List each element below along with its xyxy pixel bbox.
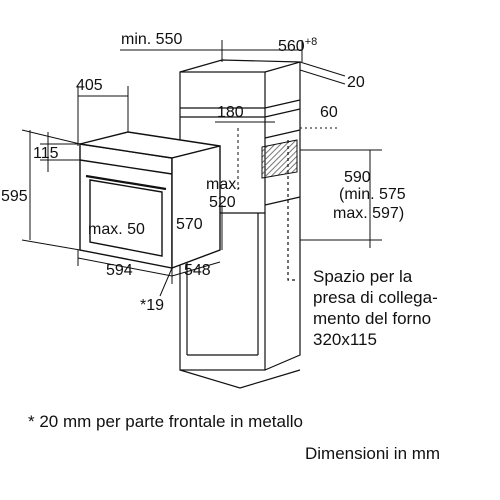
- socket-note-line-4: 320x115: [313, 330, 377, 349]
- dim-max-50: max. 50: [88, 221, 145, 238]
- dim-595: 595: [1, 188, 28, 205]
- socket-note-line-3: mento del forno: [313, 309, 432, 328]
- socket-note-line-1: Spazio per la: [313, 267, 413, 286]
- oven-appliance: [79, 131, 221, 270]
- socket-area-hatch: [261, 139, 298, 179]
- dim-115: 115: [33, 145, 59, 162]
- dim-180: 180: [217, 104, 244, 121]
- dim-594: 594: [106, 262, 133, 279]
- dimension-lines: [21, 40, 382, 297]
- dim-548: 548: [184, 262, 211, 279]
- dim-405: 405: [76, 77, 103, 94]
- cabinet-outline: [179, 59, 301, 389]
- dim-560-value: 560: [278, 38, 305, 55]
- units-note: Dimensioni in mm: [305, 444, 441, 463]
- dim-min-575: (min. 575: [339, 186, 406, 203]
- dim-max-label: max.: [206, 176, 241, 193]
- dim-20: 20: [347, 74, 365, 91]
- socket-space-dashed: [287, 140, 298, 281]
- dim-570: 570: [176, 216, 203, 233]
- dim-19: *19: [140, 297, 165, 314]
- dim-60: 60: [320, 104, 338, 121]
- dim-520: 520: [209, 194, 236, 211]
- dim-590: 590: [344, 169, 371, 186]
- socket-note-line-2: presa di collega-: [313, 288, 438, 307]
- dim-560-tolerance: +8: [304, 36, 318, 48]
- dim-max-597: max. 597): [333, 205, 405, 222]
- dim-min-550: min. 550: [121, 31, 183, 48]
- footnote: * 20 mm per parte frontale in metallo: [28, 412, 303, 431]
- dim-560: 560+8: [278, 33, 317, 56]
- socket-note: Spazio per la presa di collega- mento de…: [313, 266, 438, 350]
